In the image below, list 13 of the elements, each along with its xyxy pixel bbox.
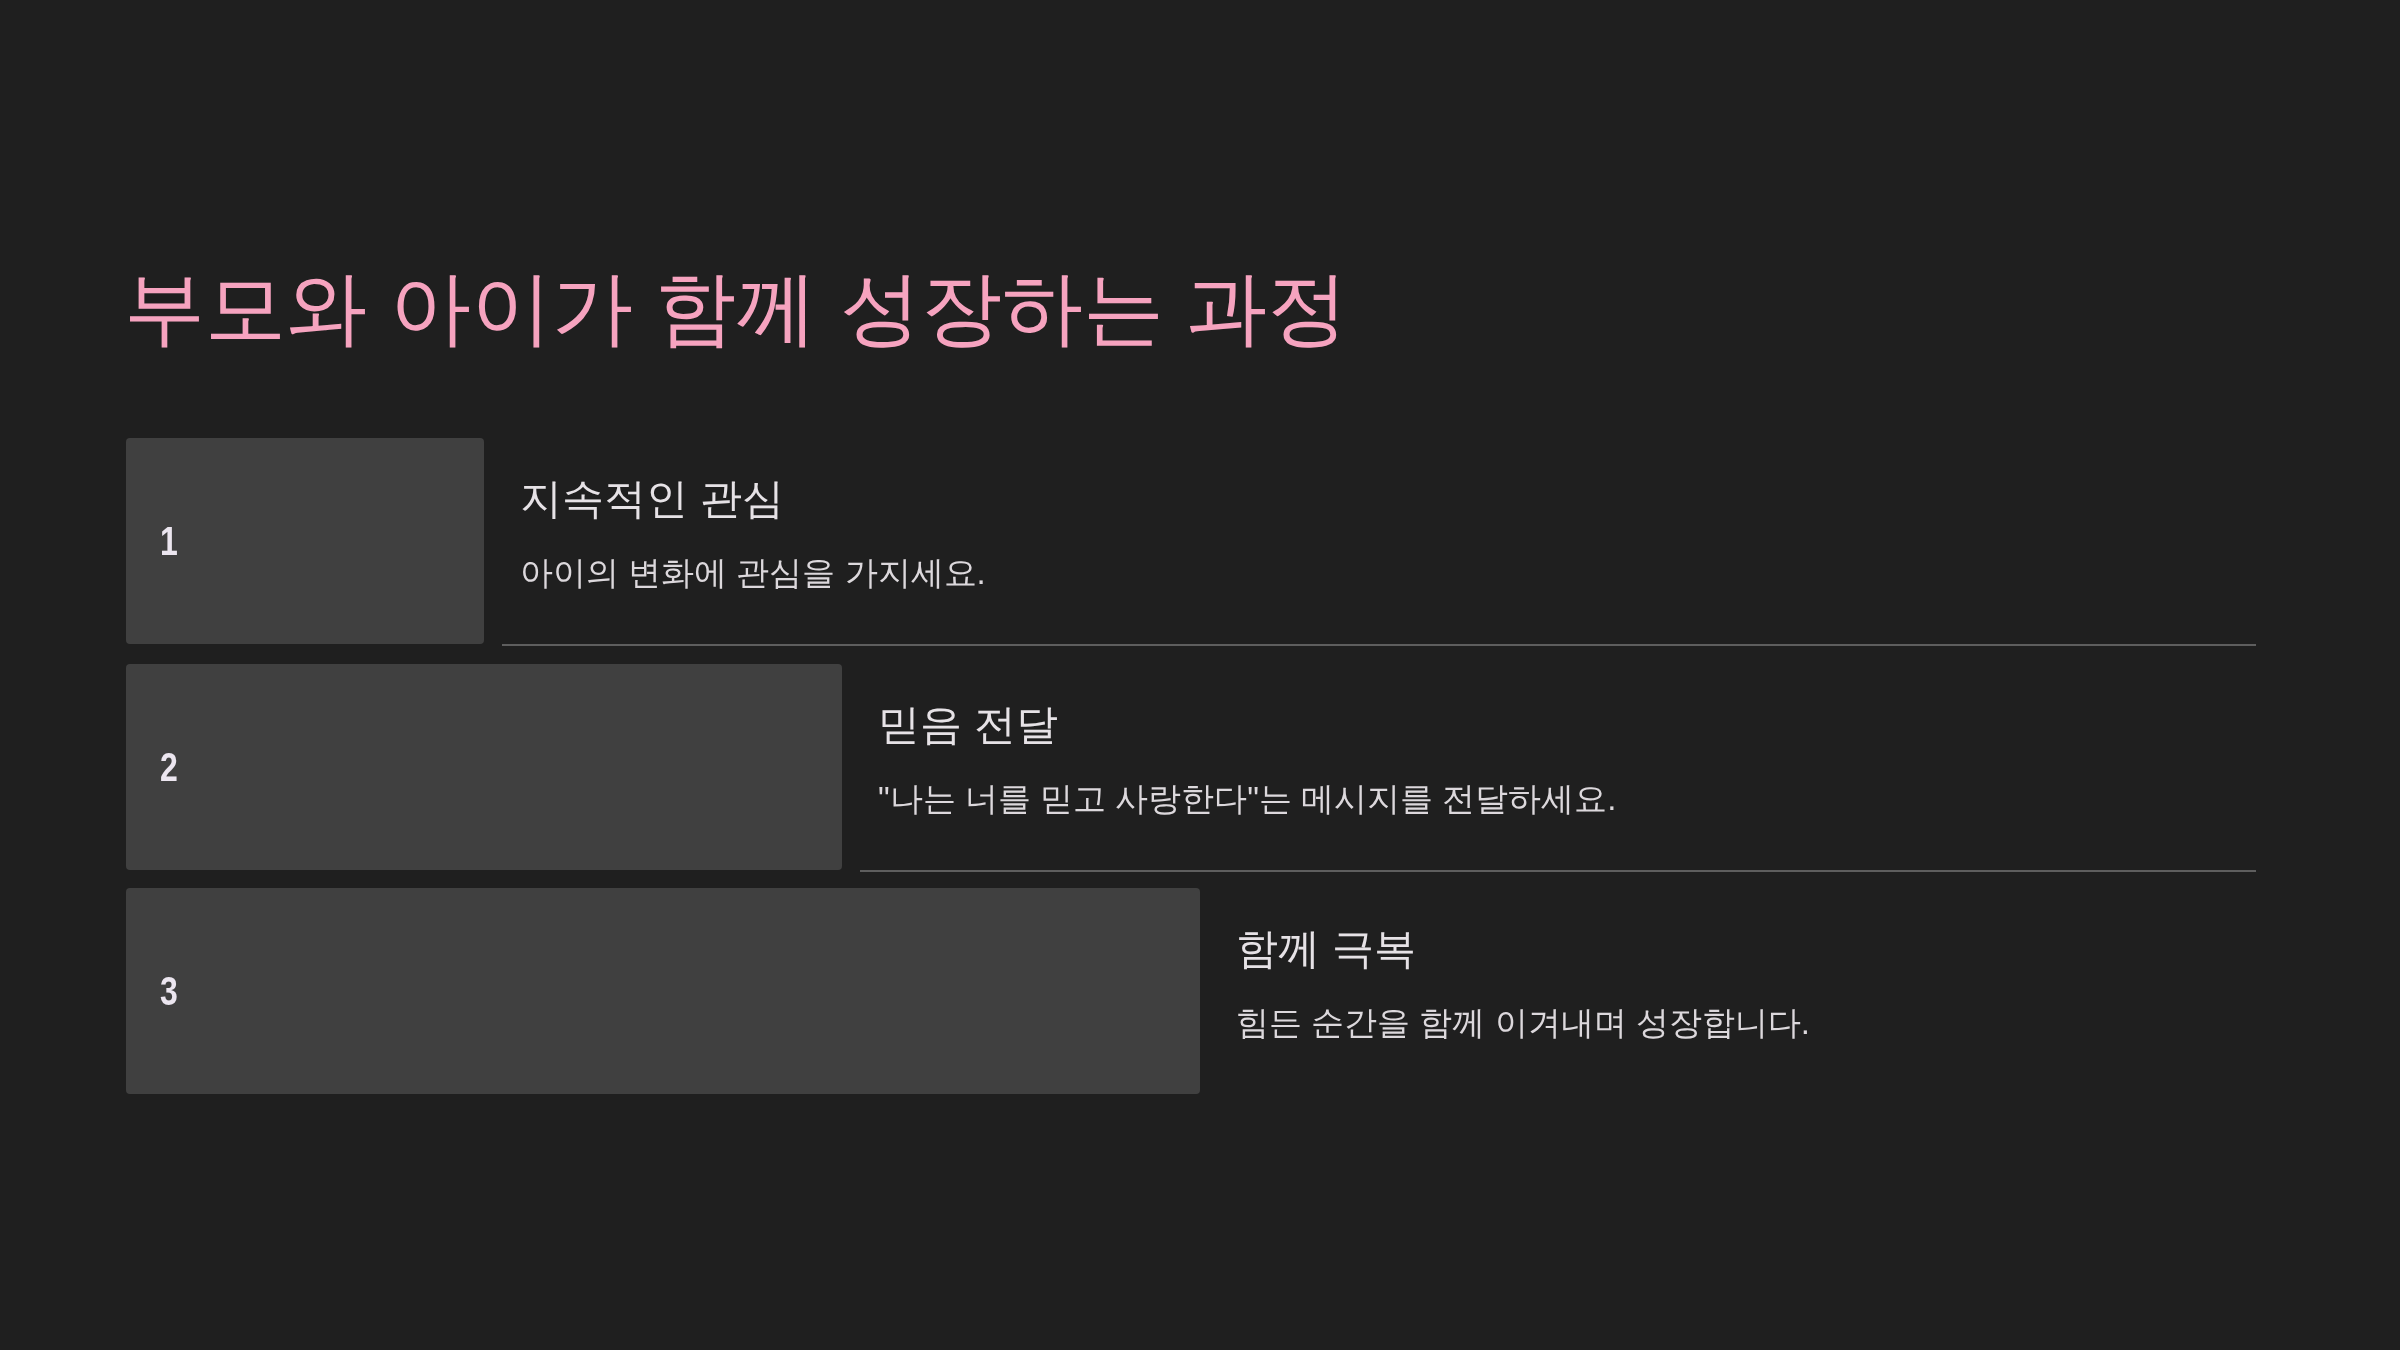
step-bar: [126, 888, 1200, 1094]
step-number: 2: [160, 745, 178, 789]
step-number: 3: [160, 969, 178, 1013]
step-number: 1: [160, 519, 178, 563]
step-heading: 지속적인 관심: [520, 474, 784, 524]
step-bar: [126, 438, 484, 644]
step-heading: 믿음 전달: [878, 700, 1058, 750]
step-description: "나는 너를 믿고 사랑한다"는 메시지를 전달하세요.: [878, 779, 1617, 819]
step-bar: [126, 664, 842, 870]
step-description: 아이의 변화에 관심을 가지세요.: [520, 553, 986, 593]
step-description: 힘든 순간을 함께 이겨내며 성장합니다.: [1236, 1003, 1810, 1043]
step-heading: 함께 극복: [1236, 924, 1416, 974]
slide-title: 부모와 아이가 함께 성장하는 과정: [124, 262, 1349, 355]
